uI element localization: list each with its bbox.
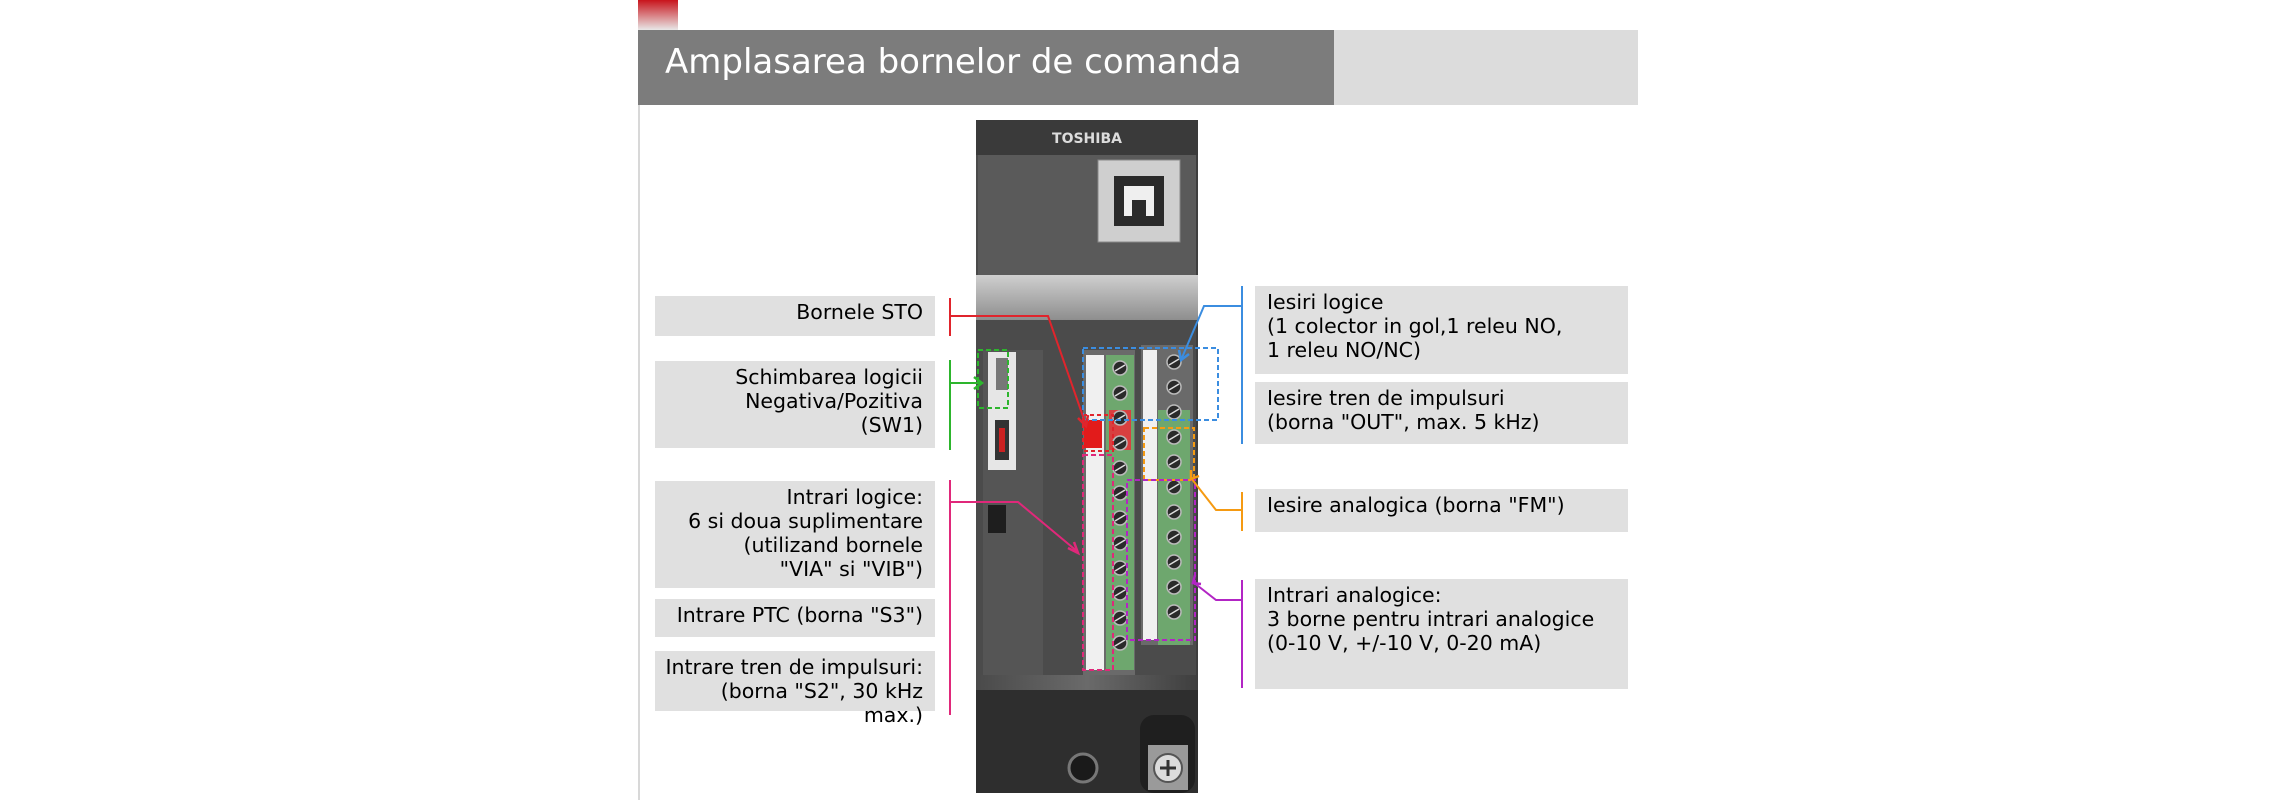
sto-highlight	[1082, 414, 1114, 452]
terminal-screws-right	[1166, 354, 1182, 620]
analog-in-highlight	[1126, 479, 1196, 641]
title-bar-extension	[1334, 30, 1638, 105]
analog-out-highlight	[1143, 427, 1195, 481]
inverter-illustration: TOSHIBA	[949, 120, 1243, 793]
label-logic-inputs: Intrari logice: 6 si doua suplimentare (…	[655, 481, 935, 588]
label-analog-output: Iesire analogica (borna "FM")	[1255, 489, 1628, 532]
terminal-screw-slot	[1114, 614, 1126, 622]
slide: Amplasarea bornelor de comanda TOSHIBA	[638, 0, 1642, 800]
label-pulse-train-input: Intrare tren de impulsuri: (borna "S2", …	[655, 651, 935, 727]
label-logic-switch-sw1: Schimbarea logicii Negativa/Pozitiva (SW…	[655, 361, 935, 448]
terminal-labels-right	[1143, 350, 1157, 640]
terminal-screw-slot	[1168, 383, 1180, 391]
accent-tab	[638, 0, 678, 30]
terminal-screw-slot	[1168, 608, 1180, 616]
slide-title: Amplasarea bornelor de comanda	[665, 42, 1242, 82]
title-bar	[638, 30, 1334, 105]
terminal-screw-slot	[1114, 564, 1126, 572]
terminal-screw-slot	[1114, 439, 1126, 447]
terminal-screw-slot	[1114, 539, 1126, 547]
terminal-screw-slot	[1114, 364, 1126, 372]
terminal-screw-slot	[1114, 464, 1126, 472]
label-pulse-train-output: Iesire tren de impulsuri (borna "OUT", m…	[1255, 382, 1628, 444]
terminal-screw-slot	[1168, 583, 1180, 591]
terminal-screws-left	[1112, 360, 1128, 651]
terminal-screw-slot	[1114, 639, 1126, 647]
terminal-labels-left	[1086, 355, 1104, 670]
terminal-screw-slot	[1114, 514, 1126, 522]
terminal-screw-slot	[1168, 458, 1180, 466]
logic-in-highlight	[1082, 454, 1114, 671]
inverter-top	[976, 120, 1198, 155]
label-logic-outputs: Iesiri logice (1 colector in gol,1 releu…	[1255, 286, 1628, 374]
terminal-screw-slot	[1168, 408, 1180, 416]
top-band	[976, 275, 1198, 320]
terminal-screw-slot	[1168, 533, 1180, 541]
slide-left-border	[638, 104, 640, 800]
terminal-screw-slot	[1168, 558, 1180, 566]
terminal-screw-slot	[1114, 589, 1126, 597]
terminal-screw-slot	[1114, 489, 1126, 497]
terminal-screw-slot	[1168, 483, 1180, 491]
label-sto-terminals: Bornele STO	[655, 296, 935, 336]
terminal-screw-slot	[1114, 389, 1126, 397]
terminal-screw-slot	[1168, 433, 1180, 441]
brand-logo: TOSHIBA	[1052, 131, 1122, 147]
terminal-screw-slot	[1168, 508, 1180, 516]
terminal-screw-slot	[1168, 358, 1180, 366]
label-analog-inputs: Intrari analogice: 3 borne pentru intrar…	[1255, 579, 1628, 689]
logic-out-highlight	[1082, 347, 1219, 421]
label-ptc-input: Intrare PTC (borna "S3")	[655, 599, 935, 637]
